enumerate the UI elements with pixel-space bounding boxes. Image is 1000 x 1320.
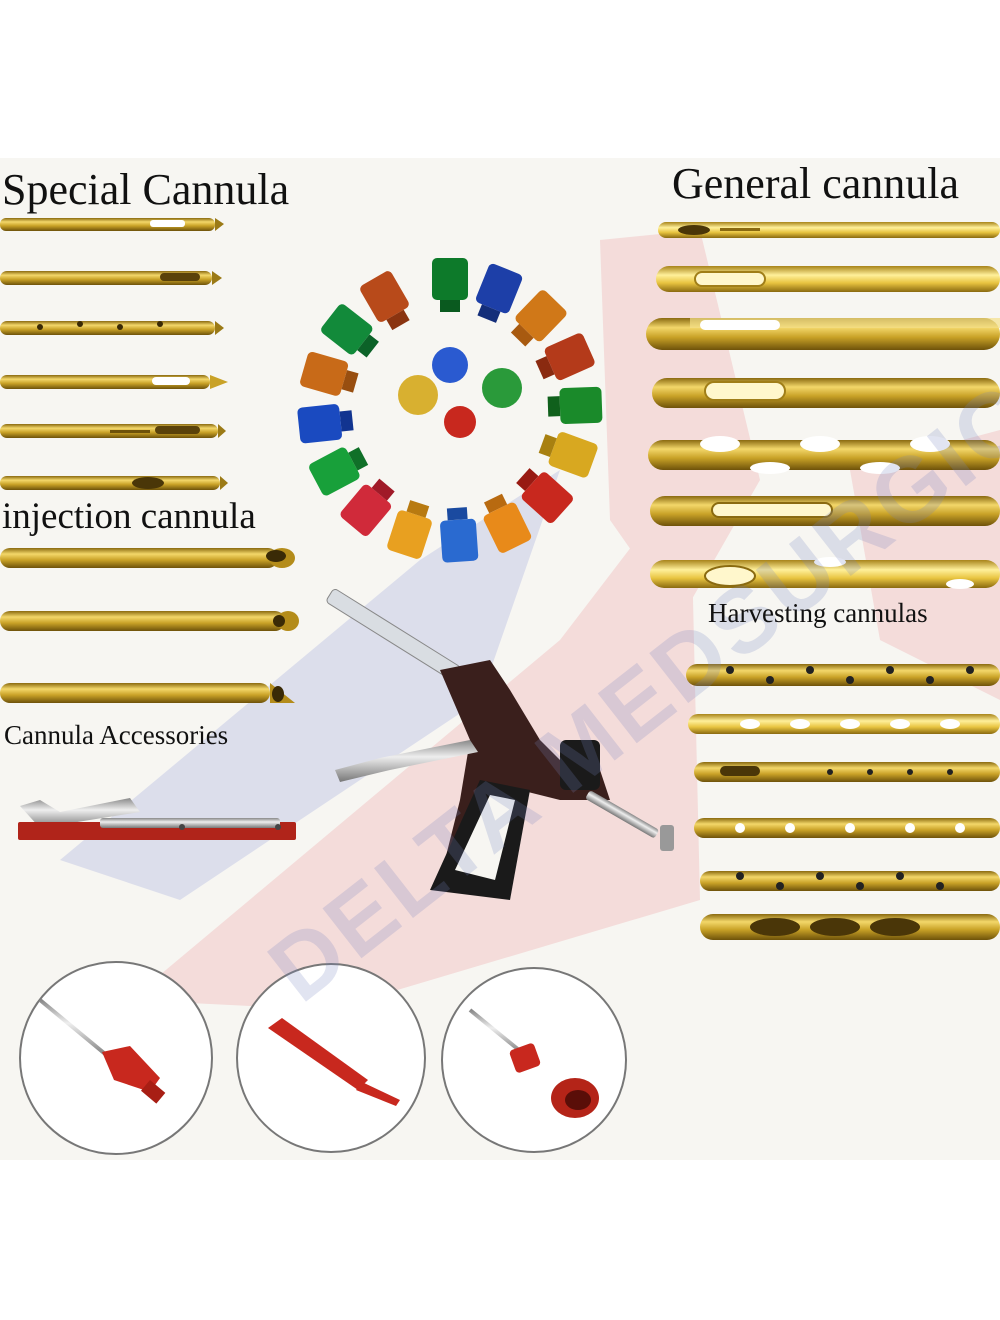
injection-cannula-3: [0, 683, 295, 703]
injection-cannula-label: injection cannula: [2, 496, 256, 537]
color-caps-ring: [297, 258, 603, 563]
harvesting-cannula-1: [686, 664, 1000, 686]
general-cannula-4: [652, 378, 1000, 408]
harvesting-cannula-3: [694, 762, 1000, 782]
harvesting-cannula-group: [686, 664, 1000, 940]
special-cannula-6: [0, 476, 228, 490]
special-cannula-4: [0, 375, 228, 389]
adapter-circle-1: [19, 961, 213, 1155]
injection-cannula-2: [0, 611, 299, 631]
general-cannula-group: [646, 222, 1000, 589]
special-cannula-label: Special Cannula: [2, 165, 290, 214]
cap: [440, 507, 479, 563]
cap: [300, 351, 359, 396]
cap: [535, 333, 595, 381]
injection-gun: [326, 589, 674, 900]
cap: [387, 500, 432, 559]
cap: [297, 404, 354, 444]
harvesting-cannula-2: [688, 714, 1000, 734]
special-cannula-2: [0, 271, 222, 285]
harvesting-cannula-6: [700, 914, 1000, 940]
harvesting-cannula-5: [700, 871, 1000, 891]
cap: [432, 258, 468, 312]
injection-cannula-group: [0, 548, 299, 703]
general-cannula-2: [656, 266, 1000, 292]
cap: [510, 290, 567, 347]
adapter-circle-3: [441, 967, 627, 1153]
general-cannula-3: [646, 318, 1000, 350]
adapter-circle-2: [236, 963, 426, 1153]
cap: [516, 468, 573, 524]
special-cannula-1: [0, 218, 224, 231]
cap: [547, 386, 603, 424]
cap: [476, 263, 523, 323]
general-cannula-label: General cannula: [672, 159, 960, 208]
special-cannula-group: [0, 218, 228, 490]
cap: [538, 432, 598, 478]
general-cannula-7: [650, 557, 1000, 589]
general-cannula-6: [650, 496, 1000, 526]
cap: [321, 304, 379, 358]
cleaning-tool: [18, 798, 296, 840]
special-cannula-5: [0, 424, 226, 438]
cap: [483, 493, 532, 553]
general-cannula-5: [648, 436, 1000, 474]
special-cannula-3: [0, 321, 224, 335]
harvesting-cannula-4: [694, 818, 1000, 838]
center-caps: [398, 347, 522, 438]
injection-cannula-1: [0, 548, 295, 568]
cannula-accessories-label: Cannula Accessories: [4, 720, 229, 750]
general-cannula-1: [658, 222, 1000, 238]
harvesting-cannulas-label: Harvesting cannulas: [708, 598, 928, 628]
cap: [309, 447, 369, 496]
cap: [340, 478, 395, 536]
cap: [360, 271, 410, 331]
